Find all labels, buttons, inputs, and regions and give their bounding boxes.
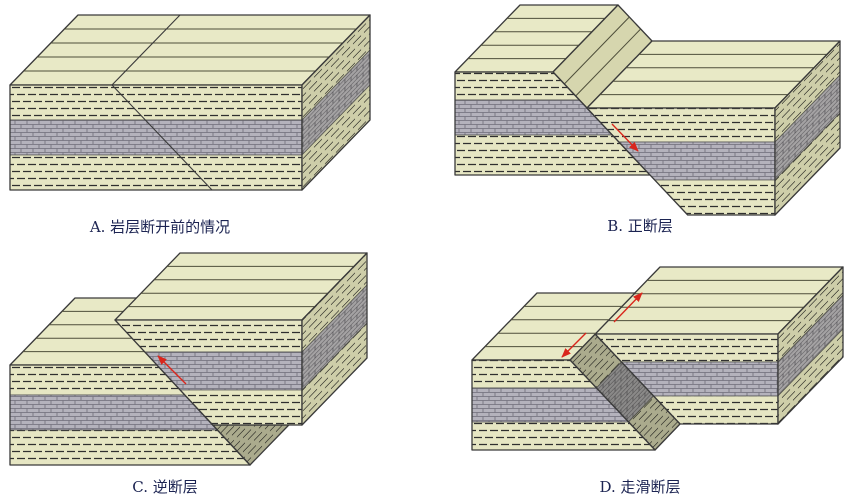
a-fault-trace-front bbox=[111, 84, 213, 191]
a-block-front-layer-lower bbox=[9, 154, 303, 191]
c-hanging-wall-front-layer-upper bbox=[114, 319, 303, 353]
panel-c-reverse-fault bbox=[9, 252, 368, 466]
a-block-front-layer-upper bbox=[9, 84, 303, 121]
b-motion-arrow bbox=[611, 123, 639, 152]
panel-d-strike-slip-fault bbox=[471, 266, 844, 451]
c-motion-arrow bbox=[157, 355, 187, 385]
d-motion-arrow-backward bbox=[613, 292, 643, 323]
c-footwall-front-layer-lower bbox=[9, 429, 251, 466]
d-motion-arrow-forward bbox=[561, 332, 587, 358]
caption-d: D. 走滑断层 bbox=[599, 478, 680, 496]
d-right-block-front-layer-upper bbox=[594, 333, 779, 363]
d-left-block-front-layer-lower bbox=[471, 421, 656, 451]
d-right-block-side-face bbox=[777, 266, 844, 425]
c-footwall-front-layer-middle bbox=[9, 394, 219, 431]
caption-a: A. 岩层断开前的情况 bbox=[89, 218, 230, 236]
b-hanging-wall-side-face bbox=[774, 40, 841, 216]
a-block-side-face bbox=[301, 14, 371, 191]
b-scarp-bedding-line bbox=[575, 28, 642, 97]
panel-b-normal-fault bbox=[454, 4, 841, 216]
caption-b: B. 正断层 bbox=[607, 217, 673, 235]
c-footwall-front-layer-upper bbox=[9, 364, 186, 396]
c-hanging-wall-side-face bbox=[301, 252, 368, 426]
a-fault-trace-top bbox=[111, 14, 181, 86]
a-block-front-layer-middle bbox=[9, 119, 303, 156]
b-scarp-bedding-line bbox=[563, 16, 630, 85]
b-hanging-wall-front-layer-upper bbox=[586, 107, 776, 143]
panel-a-before-faulting bbox=[9, 14, 371, 191]
caption-c: C. 逆断层 bbox=[132, 478, 197, 496]
c-exposed-fault-plane bbox=[212, 425, 289, 465]
d-left-block-front-face-outline bbox=[471, 359, 656, 451]
b-hanging-wall-front-layer-lower bbox=[653, 179, 776, 216]
